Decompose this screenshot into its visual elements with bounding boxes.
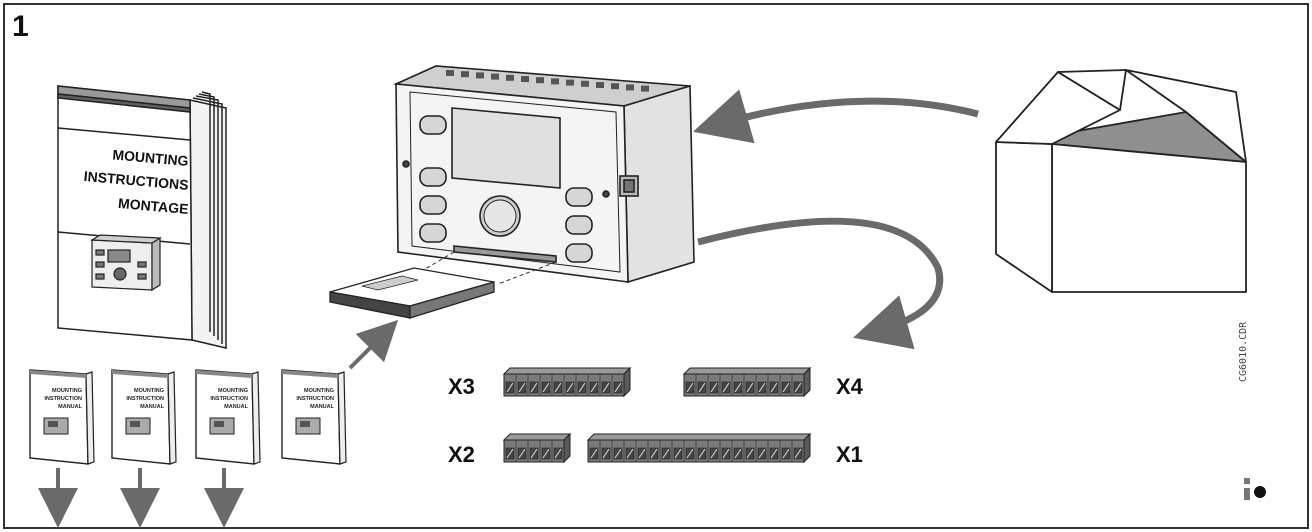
- booklet-text: MANUAL: [310, 404, 334, 410]
- terminal-block-x1-icon: [586, 432, 812, 464]
- booklet-text: MANUAL: [140, 404, 164, 410]
- terminal-block-x2-icon: [502, 432, 572, 464]
- booklet-icon: MOUNTING INSTRUCTION MANUAL: [281, 369, 347, 465]
- booklet-text: MOUNTING: [304, 388, 334, 394]
- label-x4: X4: [836, 374, 864, 399]
- figure-number: 1: [12, 10, 29, 43]
- booklet-to-slot-arrow-icon: [348, 319, 399, 370]
- booklet-icon: MOUNTING INSTRUCTION MANUAL: [111, 369, 177, 528]
- label-x2: X2: [448, 442, 475, 467]
- booklet-text: INSTRUCTION: [44, 396, 82, 402]
- label-x1: X1: [836, 442, 863, 467]
- box-to-terminals-arrow-icon: [697, 217, 944, 350]
- booklet-icon: MOUNTING INSTRUCTION MANUAL: [195, 369, 261, 528]
- booklet-text: MOUNTING: [134, 388, 164, 394]
- manual-title-line-3: MONTAGE: [117, 195, 189, 217]
- box-to-controller-arrow-icon: [693, 89, 979, 144]
- booklet-icon: MOUNTING INSTRUCTION MANUAL: [29, 369, 95, 528]
- terminal-block-x4-icon: [682, 366, 812, 398]
- booklet-text: INSTRUCTION: [210, 396, 248, 402]
- terminal-block-x3-icon: [502, 366, 632, 398]
- booklet-text: INSTRUCTION: [126, 396, 164, 402]
- booklet-text: MOUNTING: [52, 388, 82, 394]
- manual-title-line-1: MOUNTING: [112, 146, 189, 169]
- label-x3: X3: [448, 374, 475, 399]
- drawing-code: CG6010.CDR: [1238, 321, 1249, 382]
- booklet-text: INSTRUCTION: [296, 396, 334, 402]
- booklet-text: MOUNTING: [218, 388, 248, 394]
- booklet-text: MANUAL: [58, 404, 82, 410]
- booklet-text: MANUAL: [224, 404, 248, 410]
